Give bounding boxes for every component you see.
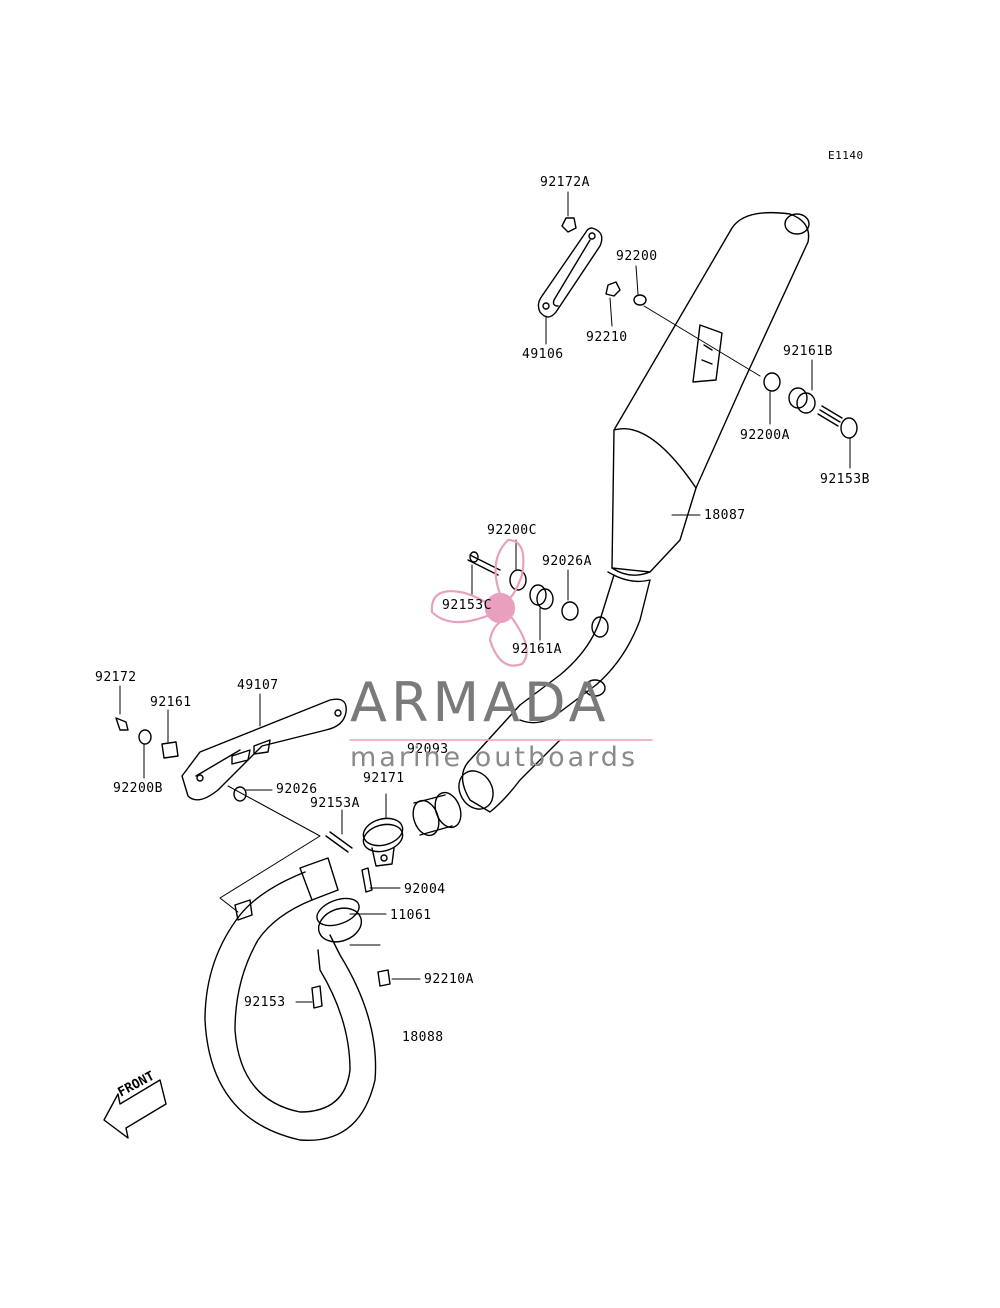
part-label-92004: 92004 [404,882,446,897]
diagram-code: E1140 [828,149,864,162]
header-pipe-18088 [204,857,377,1142]
leader-lines [119,191,851,1003]
gasket-92093 [412,791,462,837]
part-label-92172A: 92172A [540,175,590,190]
part-label-11061: 11061 [390,908,432,923]
bracket-49106 [537,227,603,318]
part-label-92093: 92093 [407,742,449,757]
part-label-92200A: 92200A [740,428,790,443]
part-label-92153C: 92153C [442,598,492,613]
part-label-92153B: 92153B [820,472,870,487]
part-label-92026A: 92026A [542,554,592,569]
watermark-title: ARMADA [350,671,610,734]
part-label-92210A: 92210A [424,972,474,987]
part-label-92153: 92153 [244,995,286,1010]
part-label-49106: 49106 [522,347,564,362]
part-label-18087: 18087 [704,508,746,523]
part-label-92200: 92200 [616,249,658,264]
part-label-92200C: 92200C [487,523,537,538]
part-label-92161A: 92161A [512,642,562,657]
propeller-icon [430,538,528,667]
bracket-49107 [181,698,347,801]
part-label-92161B: 92161B [783,344,833,359]
part-label-92026: 92026 [276,782,318,797]
part-label-92172: 92172 [95,670,137,685]
part-label-92153A: 92153A [310,796,360,811]
muffler-18087 [458,211,810,813]
hardware-parts [115,217,858,1009]
part-label-49107: 49107 [237,678,279,693]
part-label-92171: 92171 [363,771,405,786]
part-label-92161: 92161 [150,695,192,710]
part-label-18088: 18088 [402,1030,444,1045]
part-label-92200B: 92200B [113,781,163,796]
clamp-92171 [362,817,404,867]
watermark-subtitle: marine outboards [350,742,639,773]
part-label-92210: 92210 [586,330,628,345]
front-arrow-icon [103,1079,167,1139]
